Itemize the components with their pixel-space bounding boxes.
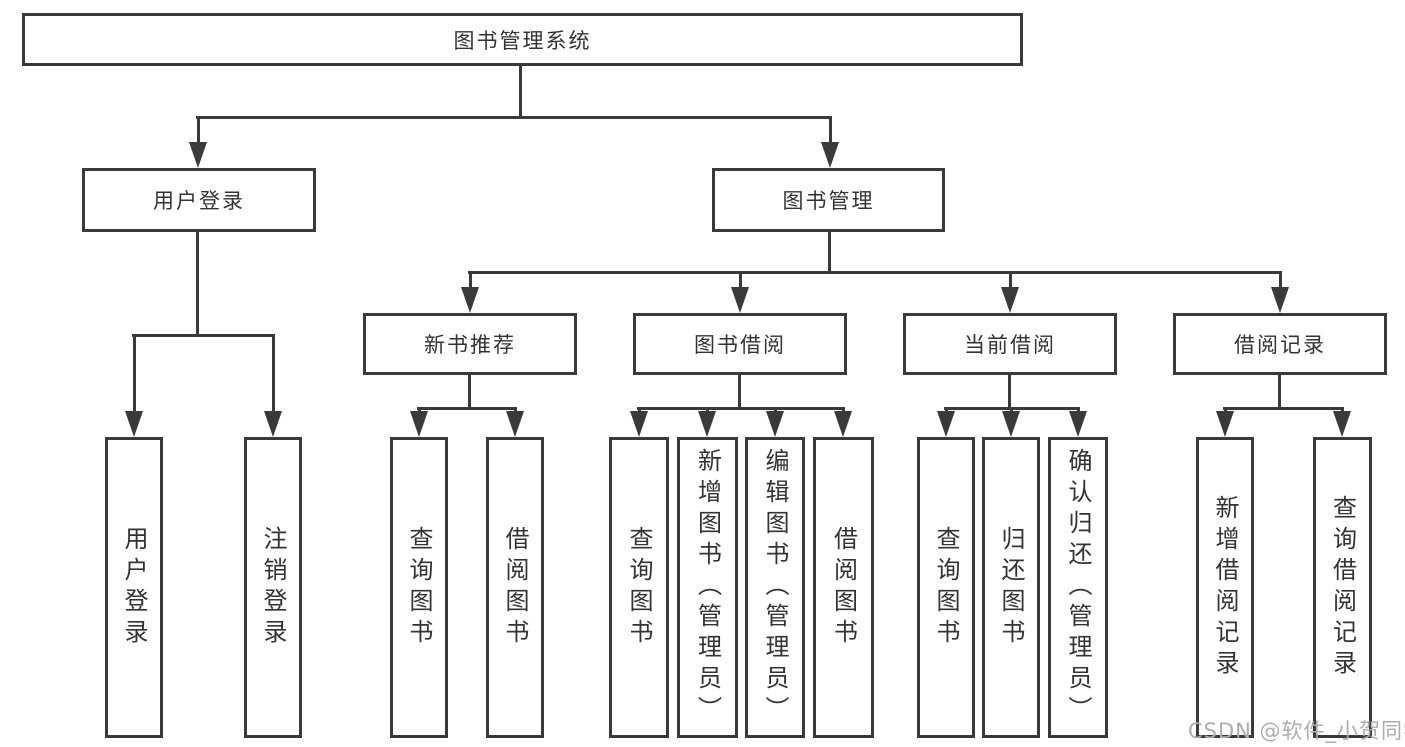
connector-line-vertical [1008, 272, 1012, 288]
connector-line-vertical [1076, 408, 1080, 412]
node-label: 用户登录 [153, 189, 245, 213]
node-label: 查询图书 [932, 525, 960, 650]
connector-line-vertical [738, 272, 742, 288]
connector-line-vertical [841, 408, 845, 412]
node-borrow-book-newrec: 借阅图书 [486, 437, 544, 738]
connector-line-vertical [773, 408, 777, 412]
node-label: 图书借阅 [694, 333, 786, 357]
connector-line-vertical [828, 230, 831, 273]
arrow-down-icon [1216, 411, 1234, 437]
connector-line-vertical [1340, 408, 1344, 412]
node-label: 确认归还（管理员） [1064, 448, 1092, 727]
arrow-down-icon [821, 142, 839, 168]
connector-line-vertical [271, 335, 275, 412]
connector-line-vertical [417, 408, 421, 412]
connector-line-vertical [738, 373, 741, 409]
arrow-down-icon [731, 287, 749, 313]
arrow-down-icon [189, 142, 207, 168]
node-login: 用户登录 [105, 437, 163, 738]
connector-line-horizontal [468, 271, 1282, 274]
node-new-book-rec: 新书推荐 [363, 313, 577, 375]
node-label: 用户登录 [120, 525, 148, 650]
connector-line-vertical [196, 230, 199, 336]
arrow-down-icon [410, 411, 428, 437]
node-label: 借阅记录 [1234, 333, 1326, 357]
connector-line-vertical [1223, 408, 1227, 412]
connector-line-vertical [944, 408, 948, 412]
node-label: 注销登录 [259, 525, 287, 650]
connector-line-horizontal [132, 334, 275, 337]
node-query-book-newrec: 查询图书 [390, 437, 448, 738]
arrow-down-icon [506, 411, 524, 437]
connector-line-vertical [468, 272, 472, 288]
node-return-book: 归还图书 [982, 437, 1040, 738]
connector-line-horizontal [1223, 407, 1344, 410]
node-user-login: 用户登录 [82, 168, 316, 232]
arrow-down-icon [937, 411, 955, 437]
arrow-down-icon [125, 411, 143, 437]
arrow-down-icon [1002, 411, 1020, 437]
connector-line-vertical [132, 335, 136, 412]
connector-line-vertical [705, 408, 709, 412]
node-label: 查询图书 [405, 525, 433, 650]
connector-line-vertical [637, 408, 641, 412]
node-edit-book-admin: 编辑图书（管理员） [745, 437, 805, 738]
connector-line-horizontal [417, 407, 517, 410]
arrow-down-icon [834, 411, 852, 437]
arrow-down-icon [264, 411, 282, 437]
connector-line-vertical [1278, 373, 1281, 409]
connector-line-vertical [1278, 272, 1282, 288]
arrow-down-icon [1069, 411, 1087, 437]
node-borrow-book-borrow: 借阅图书 [813, 437, 874, 738]
arrow-down-icon [1271, 287, 1289, 313]
connector-line-vertical [468, 373, 471, 409]
node-label: 归还图书 [997, 525, 1025, 650]
node-book-borrow: 图书借阅 [633, 313, 847, 375]
node-label: 查询借阅记录 [1328, 494, 1357, 681]
node-query-book-current: 查询图书 [917, 437, 975, 738]
node-label: 新增借阅记录 [1211, 494, 1239, 681]
connector-line-vertical [196, 117, 200, 143]
node-label: 借阅图书 [829, 525, 858, 650]
node-label: 借阅图书 [501, 525, 529, 650]
node-label: 编辑图书（管理员） [761, 448, 789, 727]
node-label: 当前借阅 [964, 333, 1056, 357]
node-add-borrow-record: 新增借阅记录 [1196, 437, 1254, 738]
arrow-down-icon [698, 411, 716, 437]
node-label: 查询图书 [625, 525, 653, 650]
node-query-borrow-record: 查询借阅记录 [1313, 437, 1372, 738]
node-root: 图书管理系统 [22, 13, 1023, 66]
node-label: 图书管理 [782, 189, 875, 213]
connector-line-horizontal [637, 407, 845, 410]
node-borrow-record: 借阅记录 [1173, 313, 1387, 375]
arrow-down-icon [766, 411, 784, 437]
node-label: 新增图书（管理员） [693, 448, 722, 727]
node-book-mgmt: 图书管理 [712, 168, 945, 232]
node-logout: 注销登录 [244, 437, 302, 738]
connector-line-vertical [1008, 373, 1011, 409]
arrow-down-icon [1333, 411, 1351, 437]
node-confirm-return-admin: 确认归还（管理员） [1048, 437, 1108, 738]
connector-line-vertical [519, 64, 522, 118]
connector-line-vertical [513, 408, 517, 412]
node-add-book-admin: 新增图书（管理员） [677, 437, 738, 738]
connector-line-vertical [828, 117, 832, 143]
connector-line-horizontal [196, 116, 832, 119]
node-query-book-borrow: 查询图书 [609, 437, 669, 738]
connector-line-vertical [1009, 408, 1013, 412]
watermark: CSDN @软件_小贺同学 [1188, 719, 1405, 743]
arrow-down-icon [630, 411, 648, 437]
arrow-down-icon [1001, 287, 1019, 313]
node-label: 图书管理系统 [453, 28, 592, 53]
node-label: 新书推荐 [424, 333, 516, 357]
node-current-borrow: 当前借阅 [903, 313, 1117, 375]
arrow-down-icon [461, 287, 479, 313]
